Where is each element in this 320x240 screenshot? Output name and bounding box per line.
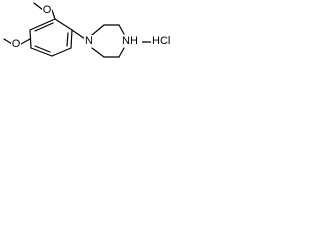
ring-bond-1 <box>54 18 73 31</box>
label-layer: O O N NH HCl <box>11 4 173 50</box>
hcl-label: HCl <box>152 35 170 47</box>
hcl-mask <box>151 35 173 47</box>
bond-left-methyl-oxygen <box>3 38 13 45</box>
nh-label: NH <box>122 35 138 47</box>
nitrogen-left-mask <box>84 35 95 47</box>
bond-top-methyl-oxygen <box>33 2 44 11</box>
piperazine-bond-1 <box>91 24 105 36</box>
aromatic-inner-bond-3 <box>34 45 51 53</box>
chemical-structure: O O N NH HCl <box>3 2 173 58</box>
oxygen-top-mask <box>42 4 52 16</box>
piperazine-bond-6 <box>91 47 105 58</box>
benzylic-bond <box>71 29 86 40</box>
ring-bond-5 <box>29 29 32 49</box>
ring-bond-3 <box>51 47 72 57</box>
oxygen-left-label: O <box>12 38 21 50</box>
bond-top-oxygen-ring <box>51 9 56 20</box>
nitrogen-right-mask <box>122 35 142 47</box>
bond-layer <box>3 2 153 58</box>
ring-bond-4 <box>30 47 53 57</box>
bond-left-oxygen-ring <box>20 38 31 45</box>
oxygen-left-mask <box>11 38 21 50</box>
ring-bond-2 <box>70 29 73 49</box>
nitrogen-left-label: N <box>85 35 93 47</box>
ring-bond-6 <box>29 18 56 31</box>
aromatic-inner-bond-1 <box>34 22 54 32</box>
oxygen-top-label: O <box>43 4 52 16</box>
aromatic-inner-bond-2 <box>66 32 69 47</box>
piperazine-bond-4 <box>118 47 125 58</box>
piperazine-bond-3 <box>118 24 125 35</box>
